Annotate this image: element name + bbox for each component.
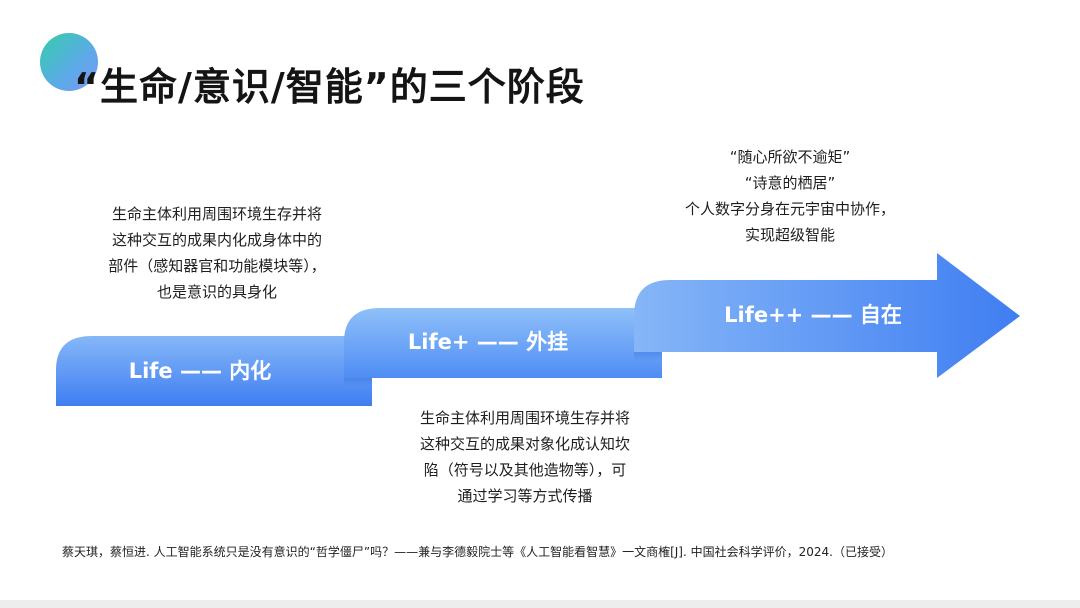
stage-life-plus-description: 生命主体利用周围环境生存并将 这种交互的成果对象化成认知坎 陷（符号以及其他造物… xyxy=(380,405,670,509)
description-line: 也是意识的具身化 xyxy=(156,283,277,301)
stage-life-plus-plus-description: “随心所欲不逾矩” “诗意的栖居” 个人数字分身在元宇宙中协作， 实现超级智能 xyxy=(640,144,940,248)
description-line: 生命主体利用周围环境生存并将 xyxy=(111,205,322,223)
description-line: 个人数字分身在元宇宙中协作， xyxy=(684,200,895,218)
stage-life-plus-label: Life+ —— 外挂 xyxy=(408,330,568,354)
stage-life-description: 生命主体利用周围环境生存并将 这种交互的成果内化成身体中的 部件（感知器官和功能… xyxy=(62,201,372,305)
stage-life-label: Life —— 内化 xyxy=(129,359,272,383)
description-line: 这种交互的成果内化成身体中的 xyxy=(111,231,322,249)
stage-life-plus-plus-arrow xyxy=(634,253,1020,378)
description-line: 部件（感知器官和功能模块等）， xyxy=(108,257,326,275)
stage-life-step xyxy=(56,336,372,406)
description-line: 通过学习等方式传播 xyxy=(457,487,593,505)
description-line: “诗意的栖居” xyxy=(744,174,836,192)
decorative-circle xyxy=(40,33,98,91)
citation: 蔡天琪，蔡恒进. 人工智能系统只是没有意识的“哲学僵尸”吗？——兼与李德毅院士等… xyxy=(62,545,893,559)
stage-life-plus-plus-label: Life++ —— 自在 xyxy=(724,303,902,327)
bottom-divider xyxy=(0,600,1080,608)
stage-life-plus-plus-shadow xyxy=(634,352,662,360)
stage-life-plus-shadow xyxy=(344,378,372,386)
page-title: “生命/意识/智能”的三个阶段 xyxy=(74,65,585,109)
description-line: 这种交互的成果对象化成认知坎 xyxy=(419,435,630,453)
description-line: 实现超级智能 xyxy=(744,226,835,244)
stage-life-plus-step xyxy=(344,308,662,378)
description-line: “随心所欲不逾矩” xyxy=(729,148,851,166)
description-line: 陷（符号以及其他造物等），可 xyxy=(423,461,627,479)
description-line: 生命主体利用周围环境生存并将 xyxy=(419,409,630,427)
